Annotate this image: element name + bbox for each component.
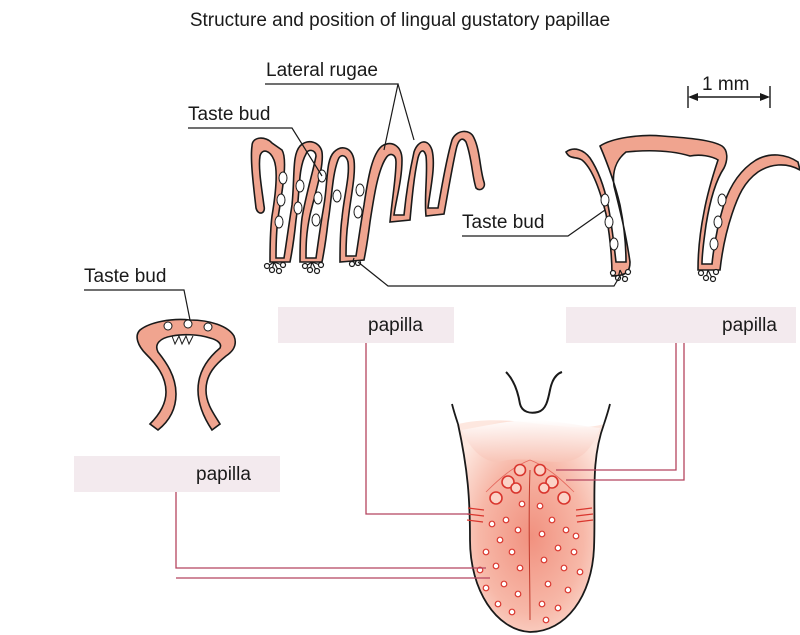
tongue-circumvallate-rings [489,463,571,505]
lateral-rugae-label: Lateral rugae [266,60,378,81]
circumvallate-v-row [485,459,575,493]
circumvallate-papilla [564,134,800,283]
papilla-tag-center: papilla [278,307,454,343]
pointer-fungiform-1 [175,492,486,569]
tongue-pointers [175,342,685,579]
papilla-tag-right: papilla [566,307,796,343]
pointer-circumvallate-1 [556,342,677,471]
label-leaders [84,83,621,321]
pointer-circumvallate-2 [566,342,685,481]
diagram-title: Structure and position of lingual gustat… [189,10,611,31]
taste-bud-left-leader [84,289,191,321]
fungiform-surface-folds [171,334,194,346]
tongue-median-sulcus [528,469,531,621]
tongue [451,371,611,633]
papilla-tag-left-text: papilla [196,464,251,485]
taste-bud-label-top: Taste bud [188,104,271,125]
taste-bud-top-leader [188,127,323,177]
foliate-papillae [250,130,486,275]
lateral-rugae-leader [265,83,399,151]
taste-bud-label-left: Taste bud [84,266,167,287]
taste-bud-mid-leader [462,209,606,237]
papilla-tag-left: papilla [74,456,280,492]
foliate-tissue [250,130,486,263]
tongue-root [462,420,600,462]
papilla-tag-center-text: papilla [368,315,423,336]
tongue-outline-right [529,423,605,633]
tongue-foliate-stripes [466,507,594,523]
scale-bar [687,86,771,108]
circumvallate-taste-buds [600,193,727,251]
tongue-body [458,420,604,632]
fungiform-tissue [136,318,237,432]
lateral-rugae-leader-2 [397,83,415,141]
tongue-outline-left [457,423,531,633]
pointer-foliate [365,342,470,515]
foliate-glands [263,257,362,275]
papilla-tag-right-text: papilla [722,315,777,336]
fungiform-papilla [136,318,237,432]
epiglottis [505,371,563,414]
scale-bar-label: 1 mm [702,74,750,95]
fungiform-taste-buds [163,319,213,332]
tongue-fungiform-dots [476,500,584,624]
gland-connector [357,261,621,287]
foliate-taste-buds [274,169,365,229]
circumvallate-glands [609,268,720,283]
tongue-top-left-line [451,403,459,425]
taste-bud-label-middle: Taste bud [462,212,545,233]
circumvallate-tissue [564,134,800,277]
tongue-top-right-line [603,403,611,425]
